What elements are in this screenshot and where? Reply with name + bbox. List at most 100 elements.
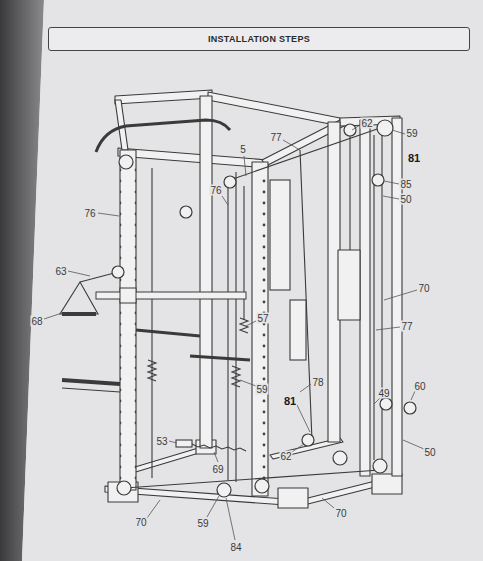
front-post: [252, 162, 268, 496]
page-surface: [22, 0, 483, 561]
callout-number: 59: [255, 384, 268, 395]
callout-number: 60: [413, 381, 426, 392]
leader-line: [411, 391, 415, 400]
callout-number: 5: [239, 144, 247, 155]
callout-number: 81: [283, 396, 297, 407]
callout-number: 77: [400, 321, 413, 332]
callout-number: 49: [377, 388, 390, 399]
callout-number: 50: [423, 447, 436, 458]
callout-number: 70: [334, 508, 347, 519]
pulley: [255, 479, 269, 493]
leader-line: [403, 440, 424, 449]
spring: [148, 360, 156, 381]
pulley: [344, 124, 356, 136]
pulley: [380, 398, 392, 410]
guide-rod: [235, 172, 236, 482]
weight-stack: [338, 250, 360, 320]
callout-number: 85: [399, 179, 412, 190]
pulley: [372, 174, 384, 186]
foot: [278, 488, 308, 508]
handle: [176, 440, 192, 447]
leader-line: [147, 500, 160, 518]
spring: [232, 366, 240, 387]
bar-sleeve: [120, 288, 136, 303]
dip-bar: [62, 388, 120, 392]
pulley: [117, 481, 131, 495]
dip-bar: [62, 380, 120, 384]
lat-bar: [96, 120, 230, 152]
leader-line: [374, 398, 380, 404]
cable: [300, 150, 312, 440]
callout-number: 50: [399, 194, 412, 205]
callout-number: 62: [360, 118, 373, 129]
foot: [372, 474, 402, 494]
leader-line: [384, 181, 399, 184]
callout-number: 63: [54, 266, 67, 277]
plate-horn: [404, 402, 416, 414]
callout-number: 70: [134, 517, 147, 528]
callout-number: 59: [196, 518, 209, 529]
pad: [270, 180, 290, 290]
title-band: INSTALLATION STEPS: [48, 27, 470, 51]
post-holes: [252, 172, 268, 488]
front-post: [120, 150, 136, 490]
leader-line: [376, 327, 400, 330]
callout-number: 76: [209, 185, 222, 196]
leader-line: [283, 140, 300, 150]
top-bar: [208, 92, 340, 126]
callout-number: 53: [155, 436, 168, 447]
pulley: [333, 451, 347, 465]
leader-line: [169, 441, 177, 443]
guide-rod: [151, 168, 152, 478]
leader-line: [244, 156, 246, 176]
leader-line: [214, 452, 218, 462]
cable: [349, 130, 350, 250]
chain: [192, 444, 246, 451]
callout-number: 77: [269, 132, 282, 143]
leader-line: [68, 271, 90, 276]
leader-line: [240, 380, 256, 386]
cable: [125, 470, 380, 488]
callout-number: 69: [211, 464, 224, 475]
leader-line: [352, 125, 360, 130]
leader-line: [226, 498, 235, 540]
leader-line: [300, 384, 311, 392]
leader-line: [322, 498, 334, 508]
callout-number: 78: [311, 377, 324, 388]
callout-number: 59: [405, 128, 418, 139]
pulley: [224, 176, 236, 188]
leader-line: [98, 213, 119, 216]
smith-bar: [96, 292, 246, 299]
callout-number: 57: [256, 313, 269, 324]
safety-arm: [136, 330, 200, 336]
cable: [230, 128, 380, 180]
leader-line: [246, 321, 256, 326]
pulley: [377, 120, 393, 136]
leader-line: [384, 290, 417, 300]
handle-grip: [62, 312, 96, 316]
post-holes: [120, 160, 136, 480]
rear-post: [200, 96, 212, 448]
callout-number: 76: [83, 208, 96, 219]
triangle-handle: [60, 282, 98, 314]
leader-line: [292, 444, 304, 452]
safety-arm: [190, 356, 250, 360]
leader-line: [207, 496, 219, 517]
leader-line: [297, 405, 310, 432]
callout-number: 70: [417, 283, 430, 294]
callout-number: 62: [279, 451, 292, 462]
top-bar: [115, 90, 212, 104]
pulley: [112, 266, 124, 278]
leader-line: [44, 313, 62, 319]
tower-post: [360, 120, 370, 476]
cable: [243, 186, 244, 320]
heading-text: INSTALLATION STEPS: [208, 34, 310, 44]
pulley: [180, 206, 192, 218]
callout-number: 68: [30, 316, 43, 327]
pulley: [217, 483, 231, 497]
pulley: [373, 459, 387, 473]
callout-number: 84: [229, 542, 242, 553]
pad: [290, 300, 306, 360]
leader-line: [392, 130, 405, 134]
